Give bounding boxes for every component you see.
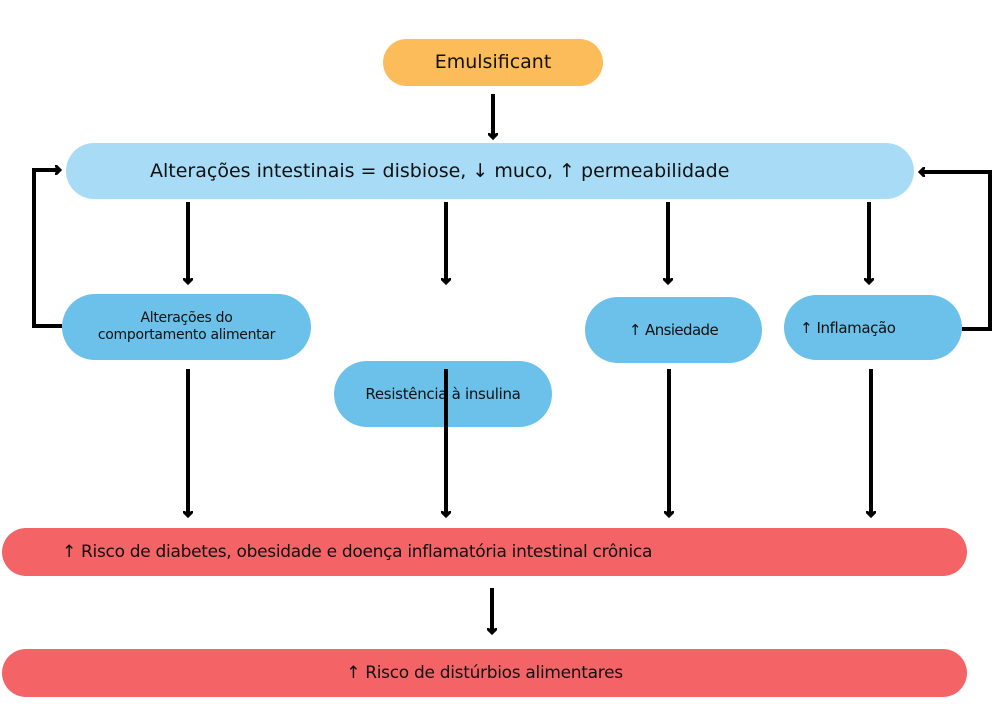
node-risk-chronic: ↑ Risco de diabetes, obesidade e doença … (2, 528, 967, 576)
node-eating-behavior-label: Alterações do comportamento alimentar (97, 310, 276, 344)
node-risk-eating-disorders: ↑ Risco de distúrbios alimentares (2, 649, 967, 697)
node-inflammation: ↑ Inflamação (784, 295, 962, 360)
node-inflammation-label: ↑ Inflamação (800, 318, 896, 337)
node-risk-chronic-label: ↑ Risco de diabetes, obesidade e doença … (62, 541, 653, 562)
node-insulin-resistance-label: Resistência à insulina (365, 385, 521, 403)
label-line-2: comportamento alimentar (97, 327, 276, 343)
node-intestinal-changes: Alterações intestinais = disbiose, ↓ muc… (66, 143, 914, 199)
node-risk-eating-disorders-label: ↑ Risco de distúrbios alimentares (346, 662, 623, 683)
label-line-1: Alterações do (140, 310, 233, 327)
node-eating-behavior: Alterações do comportamento alimentar (62, 294, 311, 360)
node-intestinal-changes-label: Alterações intestinais = disbiose, ↓ muc… (150, 159, 730, 182)
arrow-feedback-eating-behavior (32, 170, 62, 328)
node-anxiety: ↑ Ansiedade (585, 297, 762, 363)
node-anxiety-label: ↑ Ansiedade (628, 321, 719, 339)
node-emulsificant-label: Emulsificant (434, 51, 552, 74)
node-emulsificant: Emulsificant (383, 39, 603, 86)
node-insulin-resistance: Resistência à insulina (334, 361, 552, 427)
